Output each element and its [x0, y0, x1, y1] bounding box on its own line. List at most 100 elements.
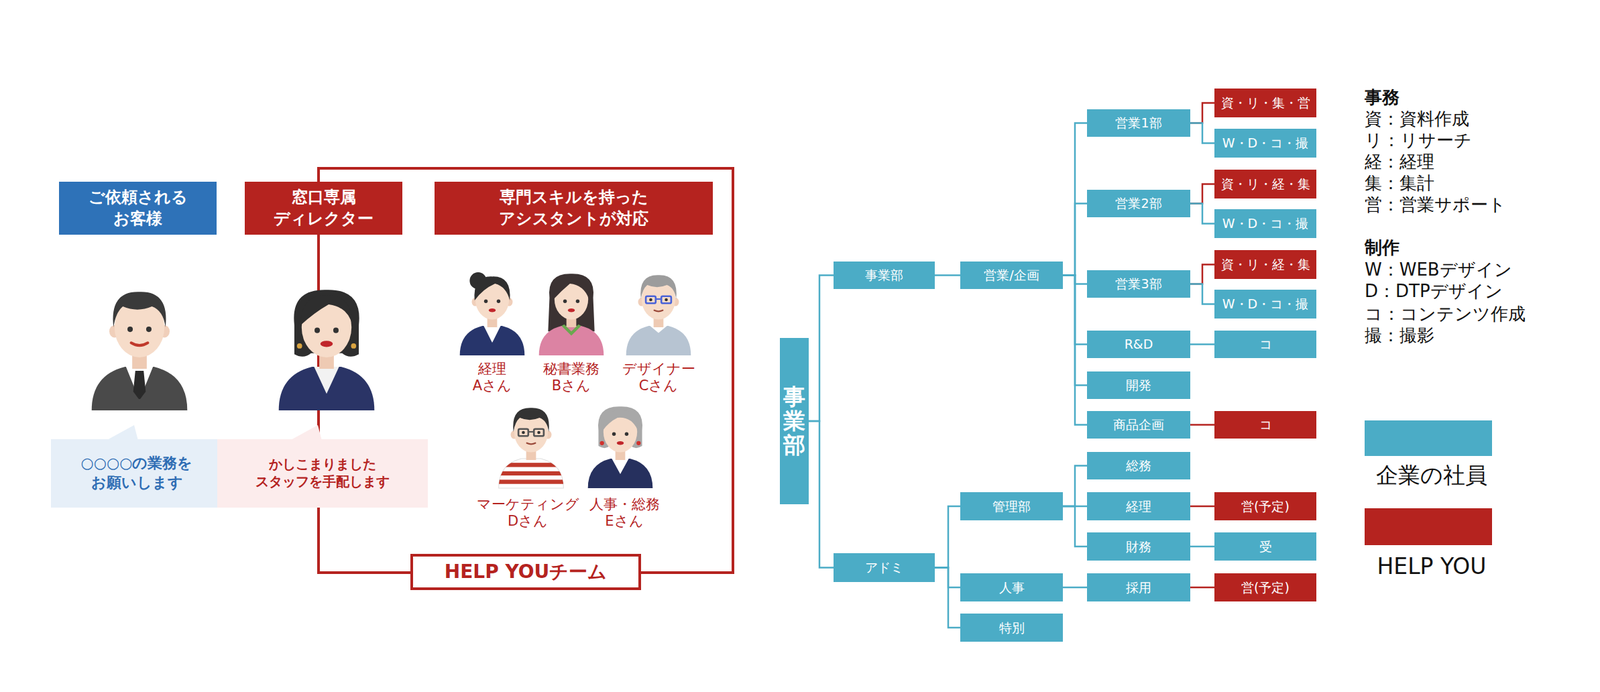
speech-bubble: ○○○○の業務を お願いします: [50, 439, 223, 508]
assistant-d-figure-part: [533, 429, 544, 437]
assistant-d-figure-part: [518, 429, 529, 437]
org-box: 採用: [1087, 573, 1191, 602]
assistant-b-figure-part: [547, 273, 595, 332]
org-box: 特別: [960, 613, 1063, 642]
node-text: 特別: [999, 619, 1025, 637]
assistant-c-figure-part: [655, 298, 662, 300]
assistant-e-figure: [588, 406, 654, 489]
assistant-b-figure-part: [576, 299, 580, 303]
node-text: かしこまりました スタッフを手配します: [223, 455, 422, 491]
assistant-d-figure-part: [512, 407, 550, 432]
node-text: 営業/企画: [983, 266, 1039, 284]
key-text: 資：資料作成: [1364, 108, 1470, 130]
helpyou-box: 資・リ・経・集: [1214, 250, 1317, 279]
node-text: 営(予定): [1241, 579, 1290, 597]
customer-figure-part: [91, 366, 188, 411]
tree-connector: [1190, 423, 1215, 426]
header-box: ご依頼される お客様: [59, 181, 217, 235]
org-box: 管理部: [960, 492, 1063, 521]
node-text: 事業部: [783, 384, 806, 459]
tree-connector: [934, 274, 961, 277]
bubble-tail-part: [105, 425, 139, 441]
customer-figure: [91, 291, 188, 411]
header-box: 専門スキルを持った アシスタントが対応: [434, 181, 713, 235]
org-box: R&D: [1087, 330, 1191, 359]
org-box: 総務: [1087, 451, 1191, 480]
assistant-b-figure-part: [563, 299, 567, 303]
tree-connector: [1190, 123, 1215, 144]
node-text: W・D・コ・撮: [1222, 215, 1309, 233]
assistant-c-figure: [626, 274, 692, 356]
assistant-c-figure-part: [626, 325, 692, 356]
staff-name-label: 経理 Aさん: [467, 360, 518, 395]
node-text: 専門スキルを持った アシスタントが対応: [467, 187, 681, 229]
assistant-d-figure-part: [527, 443, 536, 445]
staff-name-label: デザイナー Cさん: [617, 360, 701, 395]
assistant-e-figure-part: [602, 409, 639, 430]
tree-connector: [1062, 275, 1088, 426]
tree-connector: [1190, 203, 1215, 224]
node-text: 営業2部: [1115, 195, 1162, 212]
assistant-b-figure-part: [567, 308, 576, 312]
director-figure: [278, 289, 375, 411]
org-box: 営業2部: [1087, 189, 1191, 218]
key-text: コ：コンテンツ作成: [1364, 303, 1526, 325]
key-text: 営：営業サポート: [1364, 194, 1507, 216]
assistant-e-figure-part: [611, 458, 629, 475]
tree-connector: [934, 567, 961, 629]
org-box: 人事: [960, 573, 1063, 602]
node-text: 開発: [1125, 376, 1152, 394]
key-text: 経：経理: [1364, 151, 1435, 173]
assistant-a-figure-part: [483, 325, 501, 343]
assistant-b-figure-part: [553, 276, 590, 300]
node-text: コ: [1259, 416, 1273, 434]
director-figure-part: [350, 343, 357, 349]
org-box: 営業3部: [1087, 270, 1191, 298]
assistant-b-figure-part: [539, 325, 605, 356]
org-box: コ: [1214, 330, 1317, 359]
director-figure-part: [333, 327, 339, 334]
legend-swatch: [1364, 420, 1493, 456]
node-text: 資・リ・集・営: [1221, 94, 1311, 112]
org-box: 事業部: [779, 337, 809, 505]
assistant-c-figure-part: [664, 298, 668, 302]
assistant-e-figure-part: [612, 431, 616, 436]
key-text: W：WEBデザイン: [1364, 259, 1513, 281]
tree-connector: [808, 421, 834, 568]
node-text: 管理部: [992, 498, 1031, 516]
org-box: W・D・コ・撮: [1214, 128, 1317, 158]
assistant-d-figure-part: [537, 431, 541, 435]
director-figure-part: [297, 343, 303, 349]
assistant-a-figure-part: [488, 308, 497, 312]
tree-connector: [1190, 284, 1215, 305]
node-text: 経理: [1125, 498, 1152, 516]
tree-connector: [1190, 103, 1215, 124]
tree-connector: [1062, 203, 1088, 276]
tree-connector: [1190, 343, 1215, 346]
legend-text: HELP YOU: [1377, 553, 1487, 581]
customer-figure-part: [133, 370, 147, 400]
node-text: 資・リ・経・集: [1221, 256, 1311, 273]
helpyou-box: コ: [1214, 411, 1317, 439]
org-box: 営業/企画: [960, 261, 1063, 290]
assistant-d-figure-part: [496, 462, 567, 485]
assistant-a-figure: [460, 272, 526, 356]
node-text: ○○○○の業務を お願いします: [63, 453, 211, 493]
key-text: 事務: [1364, 87, 1400, 108]
node-text: 資・リ・経・集: [1221, 175, 1311, 193]
tree-connector: [1190, 586, 1215, 589]
node-text: 営(予定): [1241, 498, 1290, 516]
assistant-b-figure: [539, 273, 605, 356]
assistant-e-figure-part: [624, 431, 629, 436]
assistant-a-figure-part: [474, 276, 510, 301]
tree-connector: [1062, 466, 1088, 507]
bubble-tail: [105, 425, 322, 441]
assistant-d-figure: [496, 407, 567, 489]
node-text: 商品企画: [1113, 416, 1165, 434]
key-text: 集：集計: [1364, 173, 1435, 194]
speech-bubble: かしこまりました スタッフを手配します: [217, 439, 428, 508]
assistant-d-figure-part: [521, 431, 526, 435]
node-text: W・D・コ・撮: [1222, 134, 1309, 152]
assistant-a-figure-part: [460, 325, 526, 356]
